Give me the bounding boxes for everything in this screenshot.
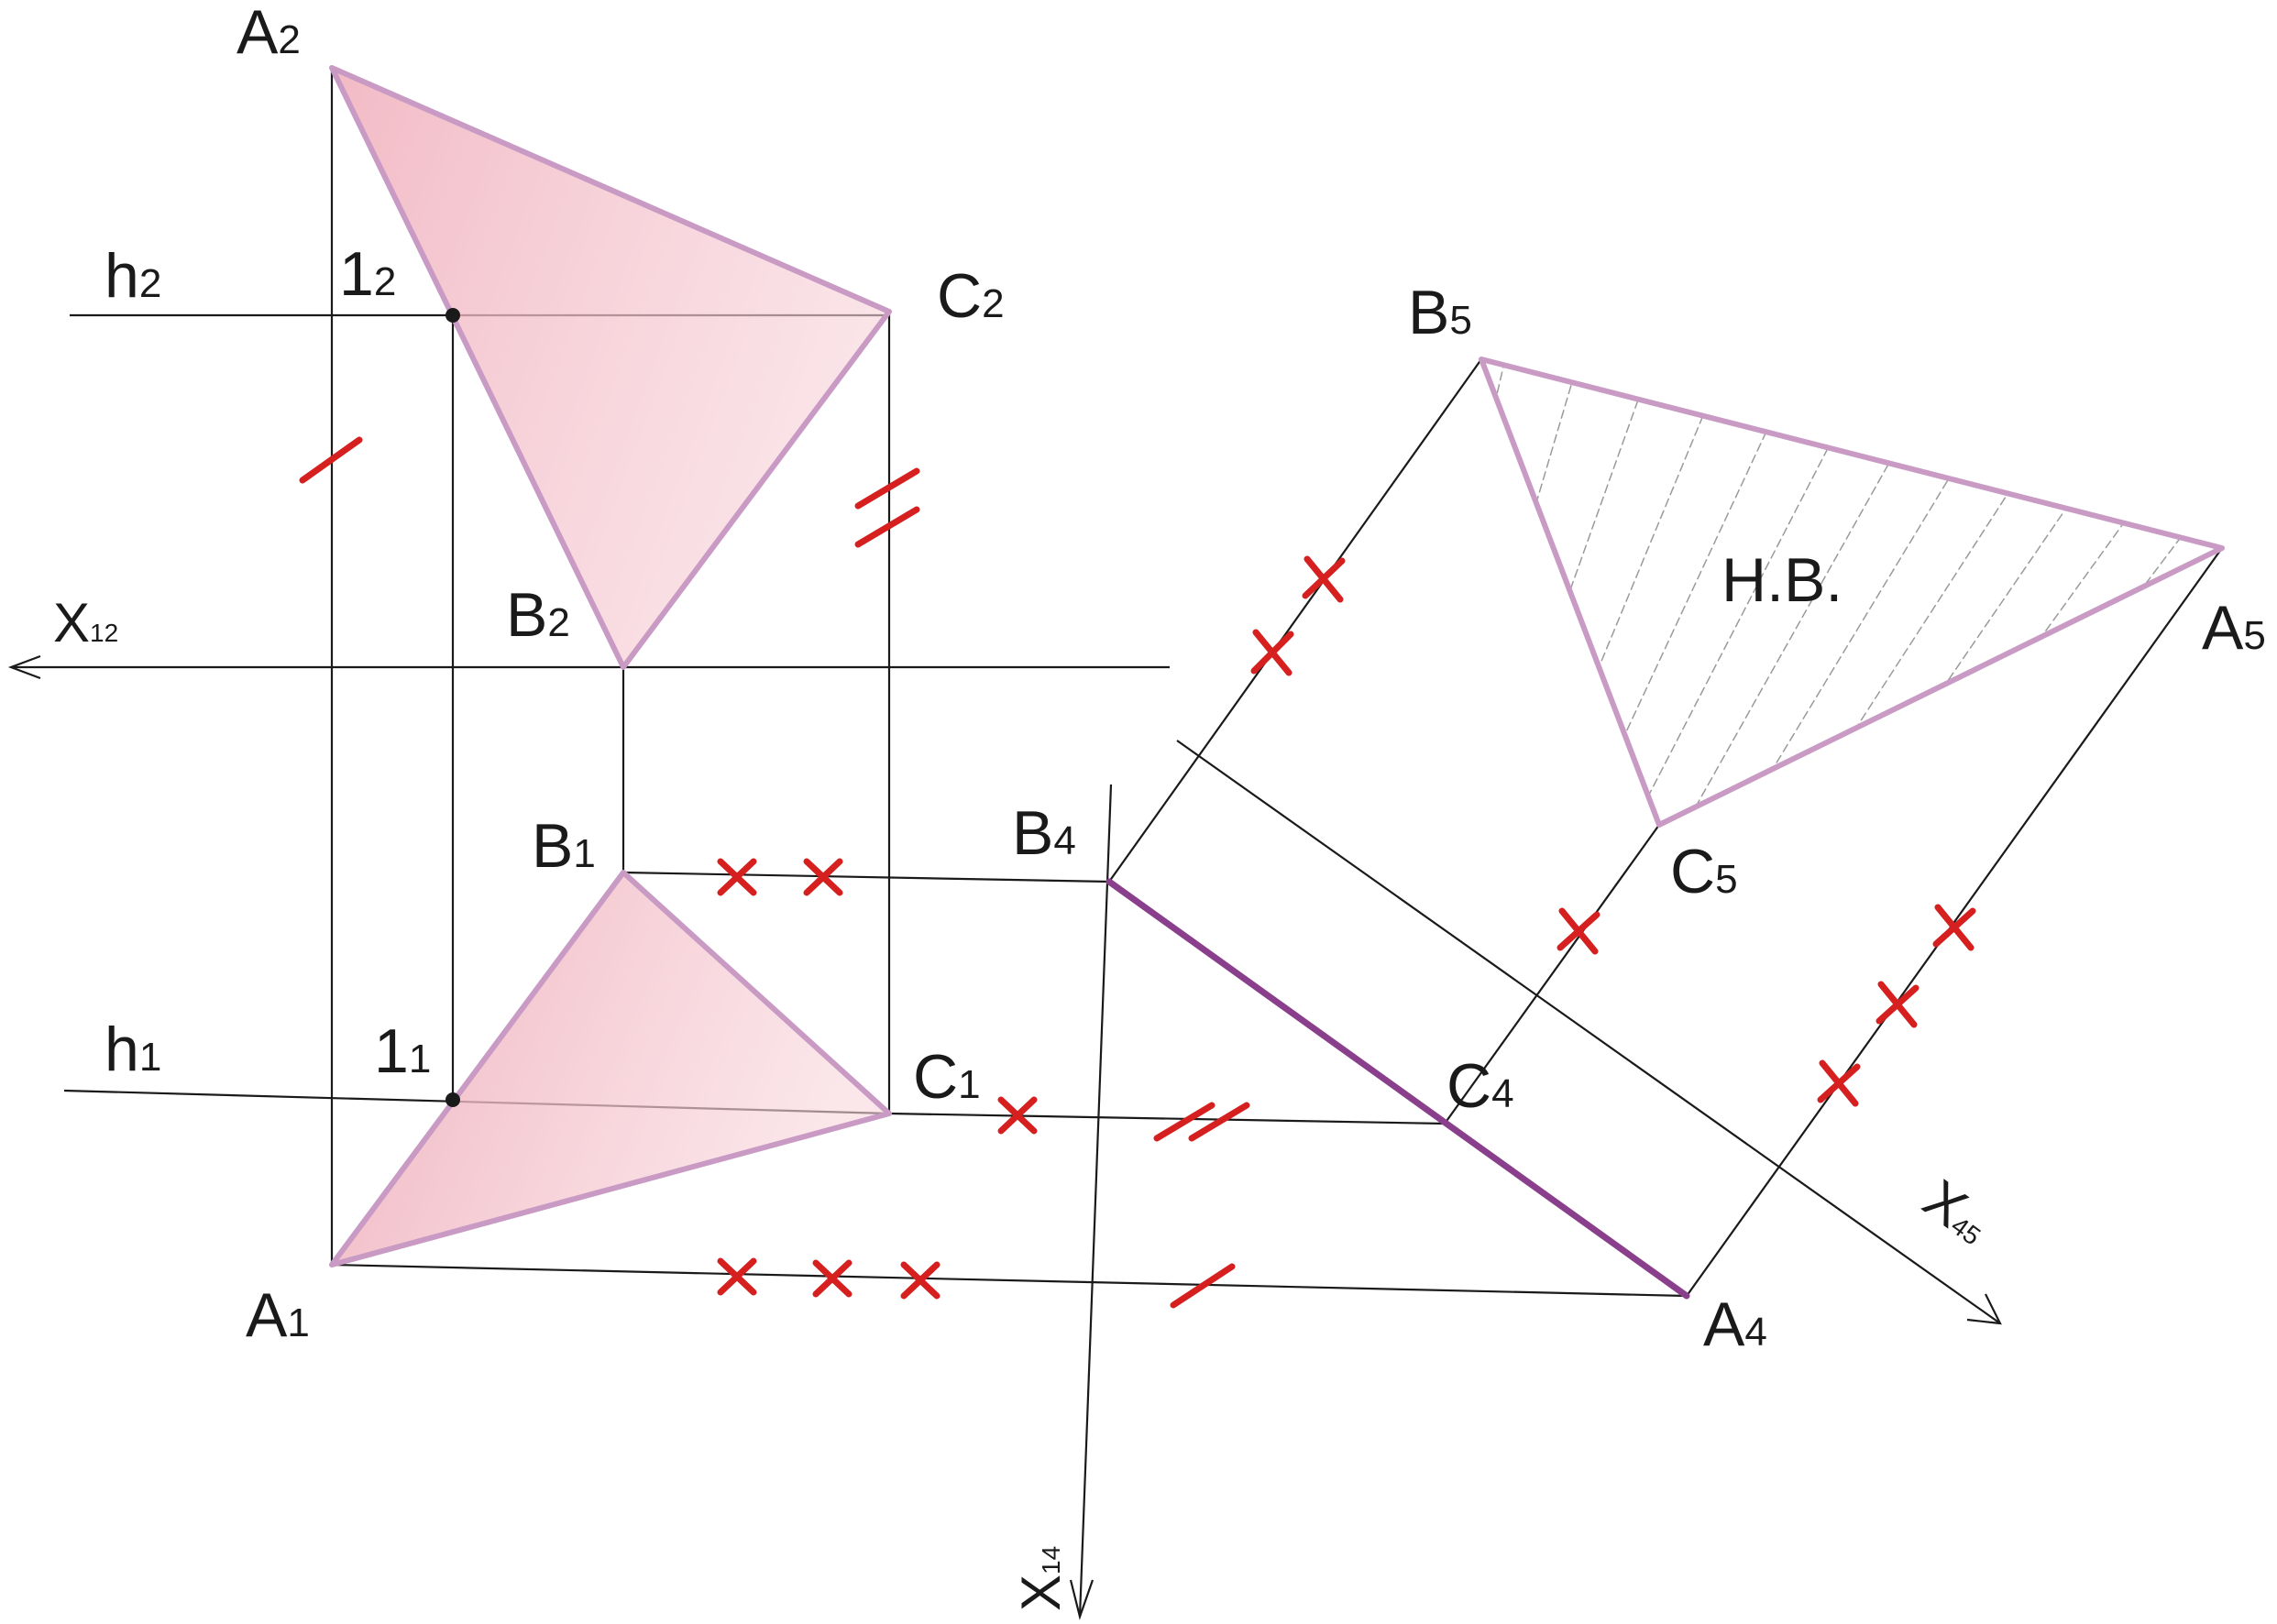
- label-h1: h1: [104, 1015, 161, 1084]
- double-tick-mark: [1188, 1102, 1250, 1142]
- label-1-1: 11: [374, 1016, 431, 1086]
- label-b1: B1: [532, 811, 596, 881]
- cross-mark: [1876, 981, 1920, 1028]
- cross-mark: [1250, 629, 1294, 676]
- cross-mark: [900, 1261, 940, 1300]
- triangle-true-view: [1479, 357, 2225, 828]
- cross-mark: [812, 1259, 852, 1298]
- axis-x14: [1078, 784, 1113, 1618]
- label-a5: A5: [2202, 593, 2266, 663]
- triangle-frontal-projection: [329, 65, 892, 670]
- axis-x45-arrow: [1966, 1293, 2002, 1325]
- label-b5: B5: [1408, 278, 1472, 347]
- link-line-a4-a5: [1686, 547, 2223, 1297]
- cross-mark: [1556, 907, 1600, 955]
- cross-mark: [717, 858, 757, 896]
- point-labels: A2 C2 B2 B1 C1 A1 B4 C4 A4 B5 C5 A5 12 1…: [104, 0, 2266, 1359]
- cross-mark: [1932, 904, 1976, 951]
- label-b4: B4: [1012, 798, 1076, 868]
- label-c1: C1: [913, 1042, 981, 1112]
- axis-x14-arrow: [1069, 1579, 1094, 1620]
- label-axis-x14-group: X14: [1010, 1546, 1072, 1611]
- triangle-horizontal-projection: [329, 870, 892, 1267]
- label-a4: A4: [1703, 1289, 1767, 1359]
- label-c5: C5: [1670, 837, 1738, 906]
- cross-mark: [803, 858, 843, 896]
- label-axis-x45-group: X45: [1912, 1168, 2001, 1256]
- double-tick-mark: [1153, 1102, 1216, 1142]
- single-tick-mark: [299, 436, 363, 484]
- label-1-2: 12: [339, 239, 396, 309]
- link-line-a1-a4: [331, 1263, 1688, 1298]
- cross-mark: [1302, 555, 1346, 603]
- equality-marks: [299, 436, 1976, 1309]
- link-line-b1-b4: [622, 871, 1110, 883]
- edge-view-b4-a4: [1106, 878, 1690, 1300]
- label-axis-x14: X14: [1010, 1546, 1072, 1611]
- link-line-c1-c4: [888, 1112, 1446, 1125]
- label-axis-x45: X45: [1912, 1168, 2001, 1256]
- cross-mark: [1817, 1059, 1861, 1107]
- double-tick-mark: [854, 506, 920, 548]
- point-1-1: [446, 1092, 460, 1107]
- label-c2: C2: [937, 261, 1005, 331]
- cross-mark: [997, 1096, 1038, 1135]
- axis-x45: [1176, 740, 2001, 1324]
- label-a2: A2: [236, 0, 301, 67]
- point-1-2: [446, 308, 460, 323]
- axis-x12-arrow: [7, 654, 41, 680]
- true-view-label: H.B.: [1722, 545, 1842, 615]
- label-b2: B2: [506, 580, 570, 650]
- label-c4: C4: [1446, 1051, 1514, 1121]
- cross-mark: [717, 1257, 757, 1296]
- single-tick-mark: [1170, 1263, 1236, 1309]
- label-a1: A1: [246, 1280, 310, 1350]
- label-h2: h2: [104, 241, 161, 311]
- label-axis-x12: X12: [53, 592, 118, 653]
- link-line-b4-b5: [1108, 358, 1482, 883]
- double-tick-mark: [854, 467, 920, 510]
- link-line-c4-c5: [1444, 824, 1660, 1125]
